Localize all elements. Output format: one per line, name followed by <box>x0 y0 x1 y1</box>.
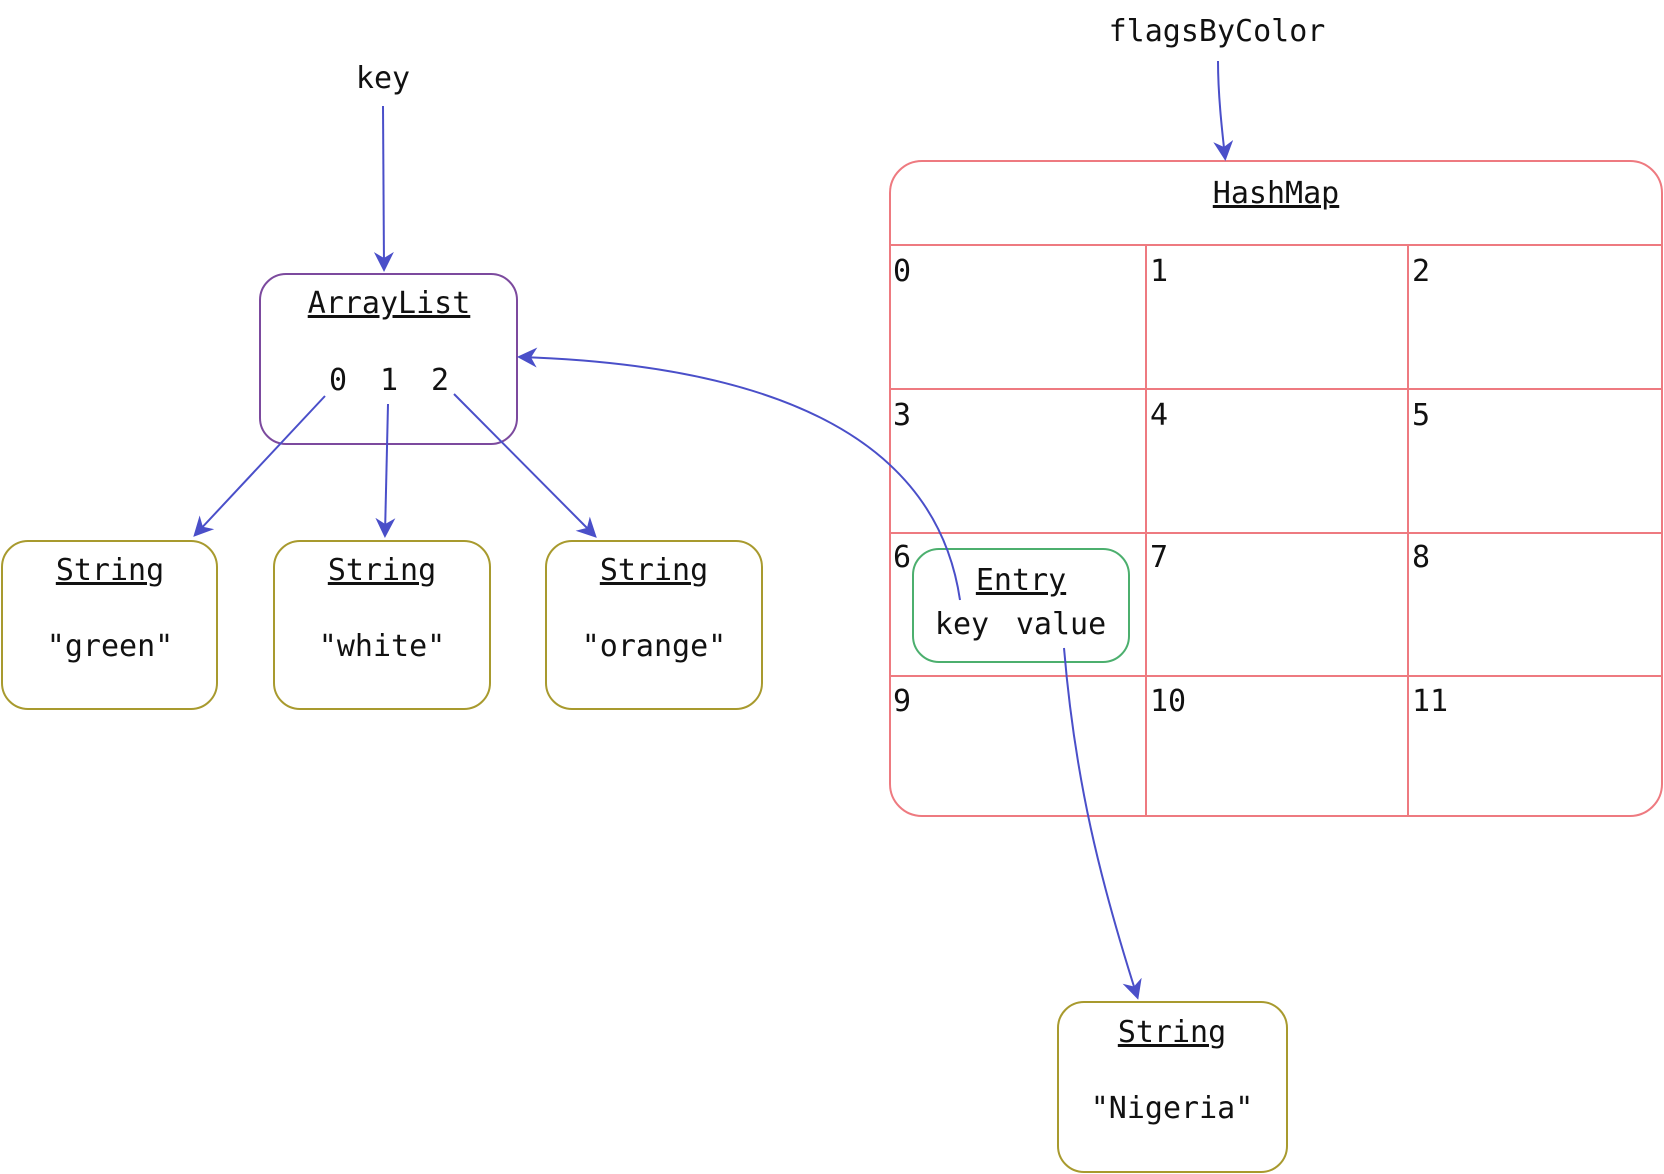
index1-to-white-arrow <box>375 403 396 538</box>
entry-key-label: key <box>935 607 989 642</box>
hashmap-bucket-3: 3 <box>893 398 911 433</box>
arraylist-index-1: 1 <box>380 363 398 398</box>
hashmap-bucket-11: 11 <box>1412 684 1448 719</box>
hashmap-bucket-8: 8 <box>1412 540 1430 575</box>
hashmap-box: HashMap 0 1 2 3 4 5 6 7 8 9 10 11 <box>889 160 1663 817</box>
hashmap-bucket-2: 2 <box>1412 254 1430 289</box>
reference-arrows <box>193 60 1234 1000</box>
arraylist-index-2: 2 <box>431 363 449 398</box>
hashmap-bucket-10: 10 <box>1150 684 1186 719</box>
string-box-nigeria: String "Nigeria" <box>1057 1001 1288 1173</box>
entry-key-to-arraylist-arrow <box>517 347 961 601</box>
string-value: "white" <box>319 629 445 664</box>
entry-title: Entry <box>976 563 1066 598</box>
string-box-white: String "white" <box>273 540 491 710</box>
hashmap-bucket-1: 1 <box>1150 254 1168 289</box>
key-variable-label: key <box>356 61 410 96</box>
entry-box: Entry key value <box>912 548 1130 663</box>
hashmap-bucket-5: 5 <box>1412 398 1430 433</box>
string-value: "Nigeria" <box>1091 1091 1254 1126</box>
hashmap-bucket-9: 9 <box>893 684 911 719</box>
string-box-green: String "green" <box>1 540 218 710</box>
entry-value-label: value <box>1016 607 1106 642</box>
string-title: String <box>600 553 708 588</box>
string-title: String <box>1118 1015 1226 1050</box>
string-title: String <box>328 553 436 588</box>
string-box-orange: String "orange" <box>545 540 763 710</box>
flags-to-hashmap-arrow <box>1213 60 1234 161</box>
hashmap-title: HashMap <box>1213 176 1339 211</box>
hashmap-bucket-4: 4 <box>1150 398 1168 433</box>
flags-by-color-variable-label: flagsByColor <box>1109 14 1326 49</box>
hashmap-bucket-6: 6 <box>893 540 911 575</box>
arraylist-index-0: 0 <box>329 363 347 398</box>
hashmap-bucket-7: 7 <box>1150 540 1168 575</box>
string-title: String <box>56 553 164 588</box>
index2-to-orange-arrow <box>453 393 597 538</box>
arraylist-box: ArrayList 0 1 2 <box>259 273 518 445</box>
string-value: "green" <box>47 629 173 664</box>
index0-to-green-arrow <box>193 395 326 537</box>
hashmap-bucket-0: 0 <box>893 254 911 289</box>
entry-value-to-nigeria-arrow <box>1063 647 1142 1000</box>
string-value: "orange" <box>582 629 727 664</box>
key-to-arraylist-arrow <box>373 105 394 272</box>
arraylist-title: ArrayList <box>308 286 471 321</box>
